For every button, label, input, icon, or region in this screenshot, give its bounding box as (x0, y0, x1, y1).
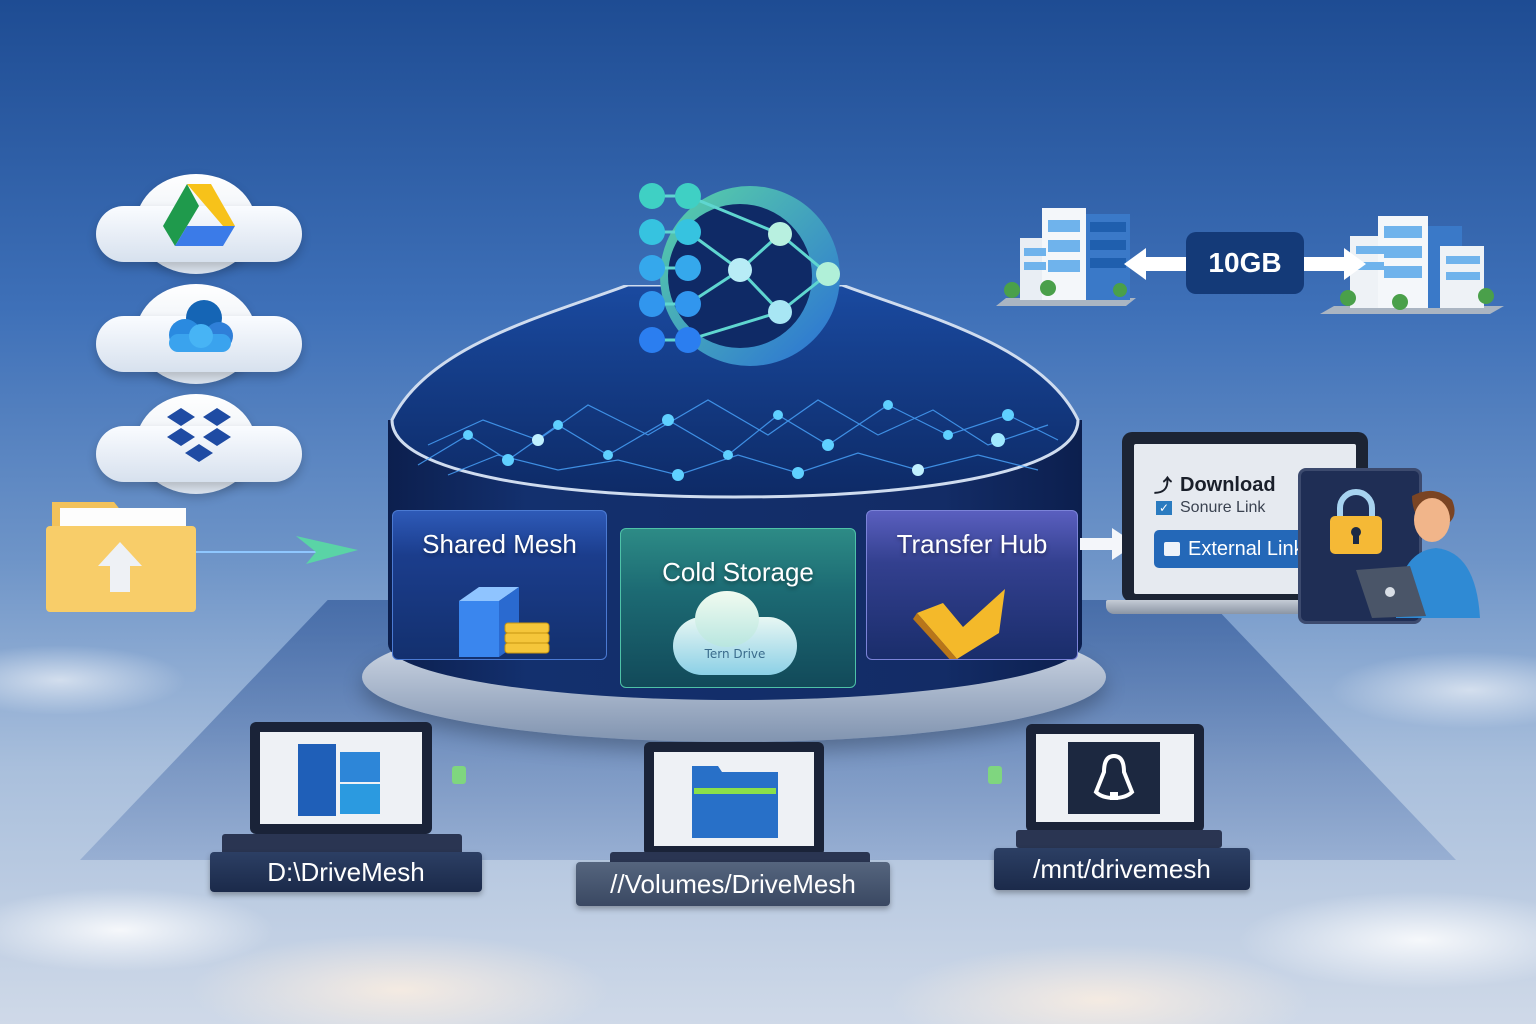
cold-storage-sublabel: Tern Drive (704, 647, 766, 661)
provider-cloud-onedrive[interactable] (96, 276, 302, 384)
external-link-button[interactable]: External Link (1154, 530, 1324, 568)
panel-shared-mesh[interactable]: Shared Mesh (392, 510, 607, 660)
padlock-icon (1330, 489, 1382, 554)
linux-tux-icon (1068, 742, 1160, 814)
folder-arrow-icon (913, 589, 1005, 659)
linux-client-base (1016, 830, 1222, 848)
finder-folder-icon (692, 766, 778, 838)
arrow-right-icon (1344, 248, 1366, 280)
panel-cold-storage-label: Cold Storage (662, 557, 814, 587)
linux-client-monitor[interactable] (1026, 724, 1204, 832)
mount-path-macos[interactable]: //Volumes/DriveMesh (576, 862, 890, 906)
folder-upload-icon[interactable] (44, 494, 196, 612)
panel-transfer-hub[interactable]: Transfer Hub (866, 510, 1078, 660)
envelope-icon (1164, 542, 1180, 556)
mount-path-windows[interactable]: D:\DriveMesh (210, 852, 482, 892)
secure-link-option[interactable]: ✓ Sonure Link (1156, 499, 1265, 517)
hub-network-surface (390, 285, 1080, 499)
windows-icon (298, 744, 380, 816)
windows-client-base (222, 834, 462, 856)
provider-cloud-google-drive[interactable] (96, 166, 302, 274)
connector-windows (452, 766, 466, 784)
office-building-left-icon (996, 208, 1136, 306)
panel-cold-storage[interactable]: Cold Storage Tern Drive (620, 528, 856, 688)
mount-path-linux[interactable]: /mnt/drivemesh (994, 848, 1250, 890)
cube-storage-icon (459, 587, 550, 657)
windows-client-monitor[interactable] (250, 722, 432, 834)
upload-arrow-icon (196, 536, 358, 564)
sync-arrow-right (1302, 257, 1346, 271)
cloud-icon: Tern Drive (673, 591, 797, 675)
google-drive-icon (163, 184, 235, 246)
dropbox-icon (167, 408, 231, 462)
person-laptop-icon (1356, 490, 1480, 618)
download-icon: ⤴ (1154, 476, 1172, 496)
download-label: Download (1180, 473, 1276, 496)
panel-shared-mesh-label: Shared Mesh (422, 529, 577, 559)
arrow-left-icon (1124, 248, 1146, 280)
macos-client-monitor[interactable] (644, 742, 824, 856)
checkbox-checked-icon: ✓ (1156, 501, 1172, 515)
panel-transfer-hub-label: Transfer Hub (896, 529, 1048, 559)
network-mesh-logo-icon (639, 183, 840, 366)
secure-link-label: Sonure Link (1180, 499, 1266, 516)
provider-cloud-dropbox[interactable] (96, 386, 302, 494)
external-link-label: External Link (1188, 537, 1304, 560)
connector-linux (988, 766, 1002, 784)
transfer-size-badge: 10GB (1186, 232, 1304, 294)
download-button[interactable]: ⤴ Download (1154, 472, 1276, 498)
sync-arrow-left (1140, 257, 1188, 271)
onedrive-icon (169, 300, 233, 352)
